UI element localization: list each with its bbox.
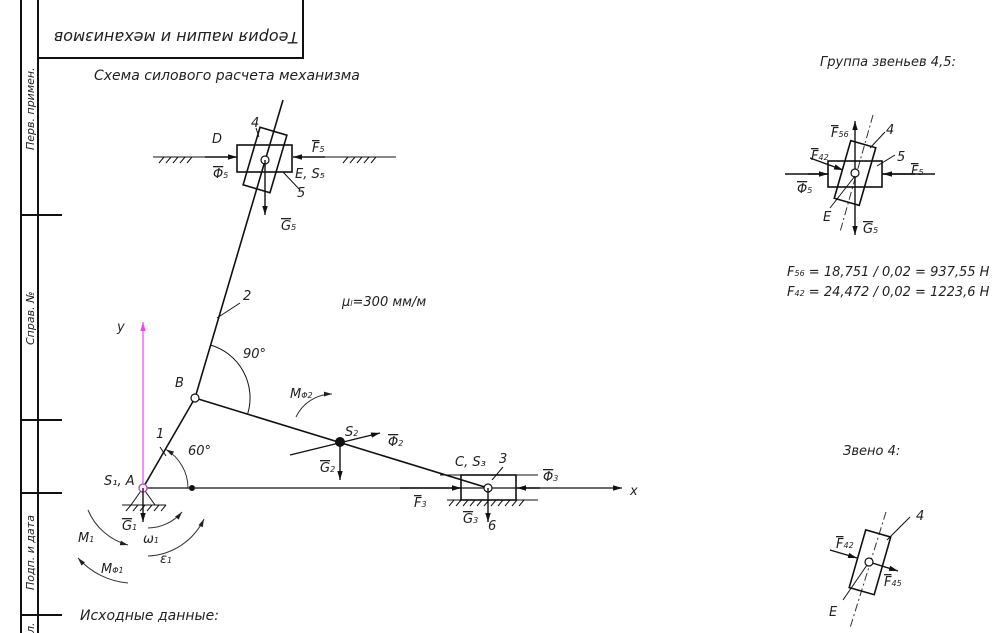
- sidebar-label: л.: [24, 622, 37, 633]
- label-g3: G3: [463, 512, 478, 527]
- x-axis-label: x: [629, 484, 638, 499]
- label-g5: G5: [281, 219, 296, 234]
- label-link-4: 4: [886, 123, 894, 138]
- moment-m1-arrow: [87, 509, 129, 546]
- label-omega1: ω1: [143, 532, 159, 547]
- label-g2: G2: [320, 461, 335, 476]
- title-block: Теория машин и механизмов: [37, 0, 304, 59]
- label-f42: F42: [811, 149, 829, 164]
- label-link-1: 1: [156, 427, 164, 442]
- label-link-4: 4: [251, 116, 259, 131]
- label-mphi1: MΦ1: [101, 562, 124, 577]
- link-1: [142, 397, 196, 489]
- group-45-diagram: Группа звеньев 4,5: F56 4 F42 5 F5 Φ5 E …: [785, 55, 990, 300]
- mechanism: [77, 99, 540, 584]
- epsilon1-arrow: [147, 518, 205, 557]
- label-s1-a: S₁, A: [104, 474, 135, 489]
- force-f45-arrow: [868, 561, 899, 572]
- mechanism-labels: D 4 F5 Φ5 E, S₅ 5 G5 2 μl=300 мм/м 90° B…: [78, 116, 558, 624]
- label-phi3: Φ3: [543, 470, 558, 485]
- label-f5: F5: [312, 141, 325, 156]
- subtitle: Схема силового расчета механизма: [94, 68, 360, 84]
- omega1-arrow: [147, 511, 183, 529]
- label-e: E: [829, 605, 838, 620]
- force-f42-arrow: [829, 549, 858, 559]
- sidebar-label: Справ. №: [24, 291, 37, 345]
- label-link-5: 5: [897, 150, 905, 165]
- label-phi5: Φ5: [797, 182, 812, 197]
- label-scale: μl=300 мм/м: [341, 295, 426, 310]
- slider-4: [242, 126, 288, 194]
- label-c-s3: C, S₃: [455, 455, 486, 470]
- joint-b: [190, 393, 200, 403]
- label-d: D: [212, 132, 222, 147]
- label-mphi2: MΦ2: [290, 387, 313, 402]
- label-f3: F3: [414, 496, 427, 511]
- link-2-be: [194, 99, 284, 399]
- link-4-title: Звено 4:: [843, 444, 900, 459]
- label-g1: G1: [122, 519, 137, 534]
- angle-arc-90: [210, 344, 251, 415]
- label-f5: F5: [911, 164, 924, 179]
- label-s2: S2: [345, 425, 358, 440]
- label-epsilon1: ε1: [160, 552, 172, 567]
- label-e-s5: E, S₅: [295, 167, 325, 182]
- formula-f56: F56 = 18,751 / 0,02 = 937,55 Н: [787, 265, 990, 280]
- label-g5: G5: [863, 222, 878, 237]
- label-f42: F42: [836, 537, 854, 552]
- label-e: E: [823, 210, 832, 225]
- label-f45: F45: [884, 575, 902, 590]
- label-m1: M1: [78, 531, 94, 546]
- moment-mphi1-arrow: [77, 557, 129, 584]
- y-axis-label: y: [116, 320, 125, 335]
- group-45-title: Группа звеньев 4,5:: [820, 55, 956, 70]
- force-phi2-arrow: [289, 432, 381, 456]
- label-phi5: Φ5: [213, 167, 228, 182]
- link-4-diagram: Звено 4: 4 F42 F45 E: [829, 444, 924, 629]
- label-angle-60: 60°: [188, 444, 211, 459]
- label-link-2: 2: [243, 289, 251, 304]
- angle-arc-60: [165, 449, 189, 489]
- label-f56: F56: [831, 126, 849, 141]
- label-phi2: Φ2: [388, 435, 403, 450]
- label-link-6: 6: [488, 519, 496, 534]
- moment-mphi2-arrow: [295, 391, 333, 418]
- title-block-text: Теория машин и механизмов: [54, 28, 298, 47]
- formula-f42: F42 = 24,472 / 0,02 = 1223,6 Н: [787, 285, 990, 300]
- label-angle-90: 90°: [243, 347, 266, 362]
- initial-data-heading: Исходные данные:: [80, 608, 219, 624]
- label-link-3: 3: [499, 452, 507, 467]
- label-link-4: 4: [916, 509, 924, 524]
- label-b: B: [175, 376, 184, 391]
- sidebar-label: Подп. и дата: [24, 515, 37, 590]
- sidebar-label: Перв. примен.: [24, 67, 37, 150]
- frame-sidebar: Перв. примен. Справ. № Подп. и дата л.: [20, 0, 62, 633]
- label-link-5: 5: [297, 186, 305, 201]
- angle-point: [189, 485, 195, 491]
- force-f42-arrow: [809, 157, 844, 171]
